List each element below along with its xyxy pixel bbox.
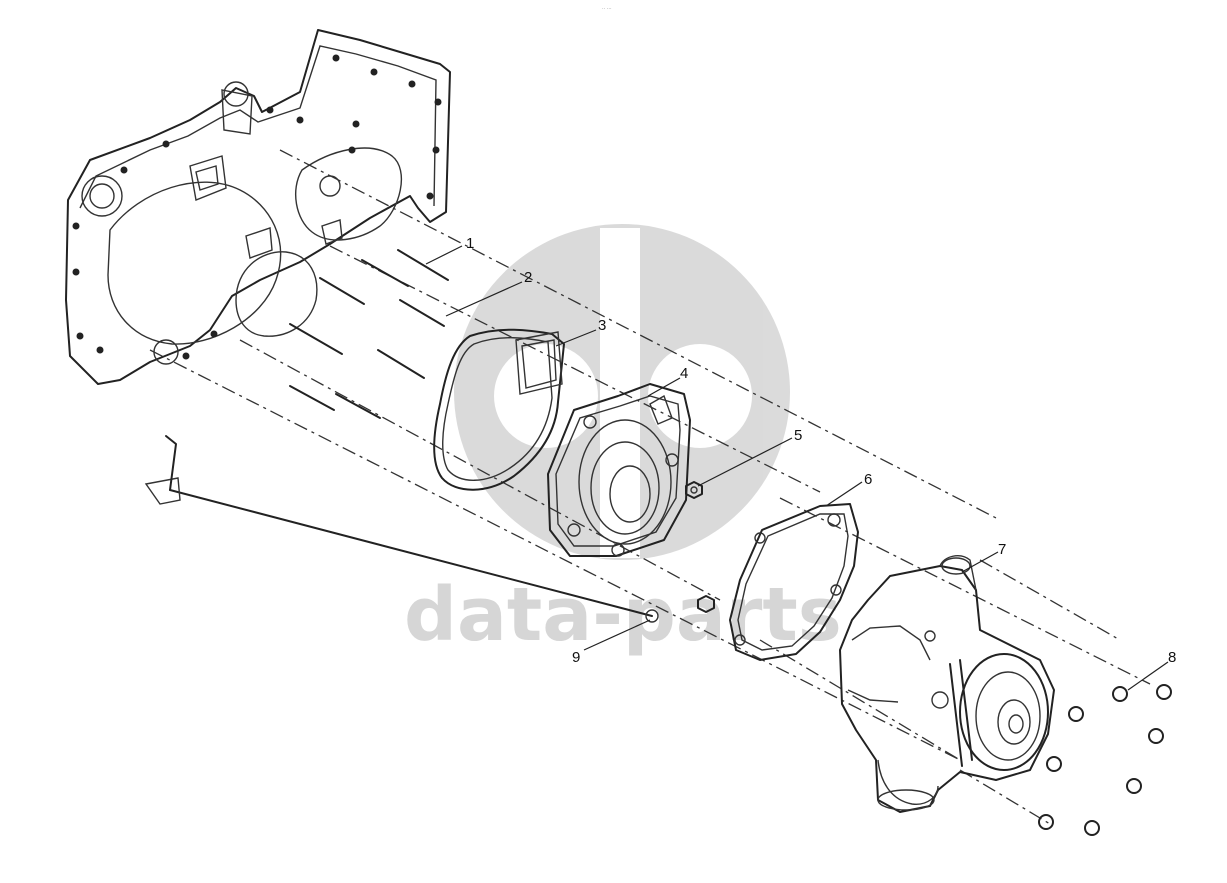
callout-6: 6 (864, 471, 872, 488)
front-gasket (729, 503, 859, 661)
callout-3: 3 (598, 317, 606, 334)
watermark-text: data-parts (404, 572, 842, 658)
hex-bolt (685, 481, 703, 499)
callout-5: 5 (794, 427, 802, 444)
callout-7: 7 (998, 541, 1006, 558)
callout-8: 8 (1168, 649, 1176, 666)
rear-gasket (433, 328, 565, 491)
long-rod-tube (144, 435, 659, 623)
callout-9: 9 (572, 649, 580, 666)
spacer-housing (547, 383, 691, 557)
lower-hex-bolt (697, 595, 715, 613)
callout-4: 4 (680, 365, 688, 382)
stud-bolts (289, 249, 449, 419)
callout-2: 2 (524, 269, 532, 286)
water-pump (839, 555, 1055, 813)
callout-1: 1 (466, 235, 474, 252)
flange-nuts (1038, 684, 1172, 836)
assembly-center-lines (149, 149, 1151, 825)
callout-leaders (425, 245, 1169, 691)
tiny-header-mark: ·· ··· (602, 6, 612, 12)
timing-case-housing (65, 29, 451, 385)
